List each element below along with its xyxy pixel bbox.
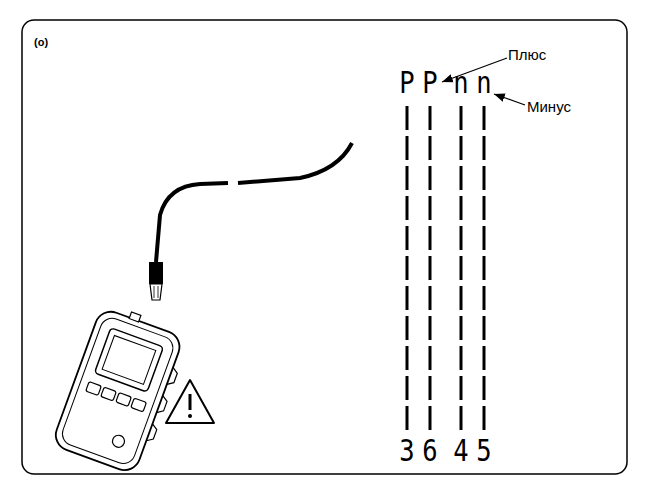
wire-lines (407, 106, 484, 432)
callout-label: Плюс (508, 46, 546, 63)
pin-polarity: P (420, 68, 440, 98)
callout-label: Минус (527, 98, 571, 115)
leader-line (494, 94, 525, 105)
warning-icon (166, 380, 214, 423)
pin-number: 5 (474, 436, 494, 466)
pin-polarity: P (397, 68, 417, 98)
pin-polarity: n (474, 68, 494, 98)
pin-number: 3 (397, 436, 417, 466)
pin-number: 4 (451, 436, 471, 466)
cable (156, 183, 228, 262)
panel-frame (22, 20, 627, 474)
leader-line (442, 58, 507, 82)
pin-polarity: n (451, 68, 471, 98)
cable (238, 143, 352, 183)
figure-label: (o) (34, 36, 48, 48)
tester-device (51, 302, 191, 477)
pin-number: 6 (420, 436, 440, 466)
rj45-plug (149, 262, 163, 300)
